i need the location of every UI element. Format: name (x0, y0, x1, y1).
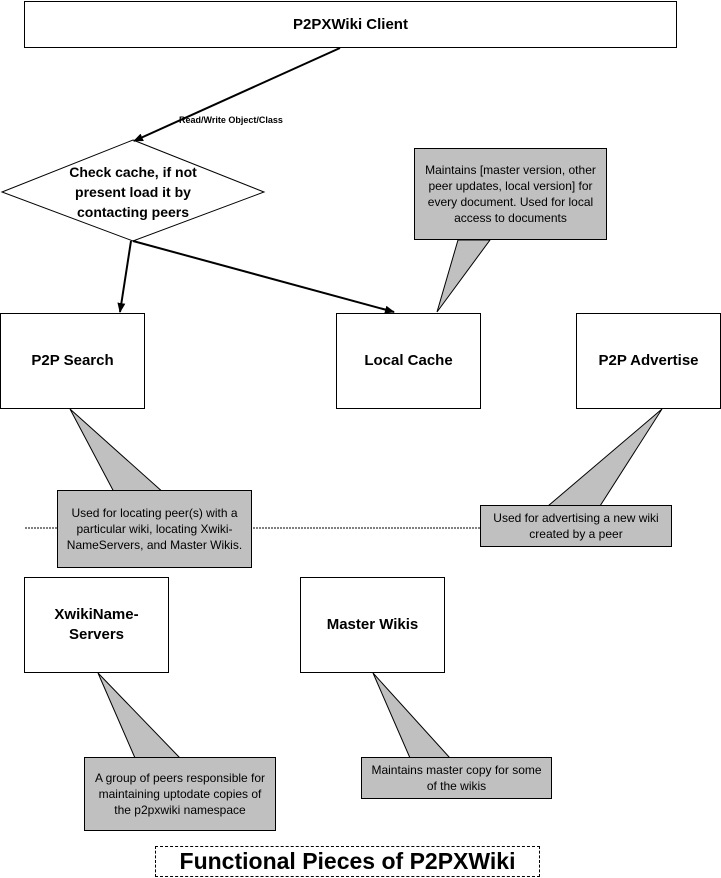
note-nameservers-text: A group of peers responsible for maintai… (94, 771, 266, 817)
callout-tail-masters (372, 672, 452, 759)
xwiki-nameservers-label: XwikiName-Servers (54, 606, 139, 643)
xwiki-nameservers-node: XwikiName-Servers (24, 577, 169, 673)
p2p-advertise-label: P2P Advertise (598, 352, 699, 369)
note-local-cache-text: Maintains [master version, other peer up… (425, 163, 596, 225)
local-cache-node: Local Cache (336, 313, 481, 409)
note-p2p-advertise: Used for advertising a new wiki created … (480, 505, 672, 547)
edge-client-to-decision (133, 47, 341, 142)
master-wikis-label: Master Wikis (326, 616, 419, 633)
edge-decision-to-search (117, 240, 132, 313)
note-p2p-advertise-text: Used for advertising a new wiki created … (493, 511, 659, 541)
p2p-search-node: P2P Search (0, 313, 145, 409)
note-p2p-search-text: Used for locating peer(s) with a particu… (66, 506, 243, 552)
note-local-cache: Maintains [master version, other peer up… (414, 148, 607, 240)
p2pxwiki-client-label: P2PXWiki Client (293, 15, 408, 33)
callout-tail-cache (436, 239, 491, 313)
p2p-search-label: P2P Search (31, 352, 114, 369)
note-master-wikis: Maintains master copy for some of the wi… (361, 757, 552, 799)
callout-tail-advertise (546, 408, 663, 507)
master-wikis-node: Master Wikis (300, 577, 445, 673)
note-master-wikis-text: Maintains master copy for some of the wi… (371, 763, 542, 793)
edge-label-read-write: Read/Write Object/Class (179, 115, 283, 125)
p2pxwiki-client-node: P2PXWiki Client (24, 1, 677, 48)
decision-text: Check cache, if not present load it by c… (69, 164, 197, 220)
note-p2p-search: Used for locating peer(s) with a particu… (57, 490, 252, 568)
diagram-title-text: Functional Pieces of P2PXWiki (179, 848, 516, 874)
callout-tail-search (69, 408, 167, 495)
local-cache-label: Local Cache (364, 352, 453, 369)
note-nameservers: A group of peers responsible for maintai… (84, 757, 276, 831)
callout-tail-nameservers (97, 672, 182, 759)
diagram-title: Functional Pieces of P2PXWiki (155, 846, 540, 877)
edge-decision-to-cache (132, 240, 395, 314)
p2p-advertise-node: P2P Advertise (576, 313, 721, 409)
